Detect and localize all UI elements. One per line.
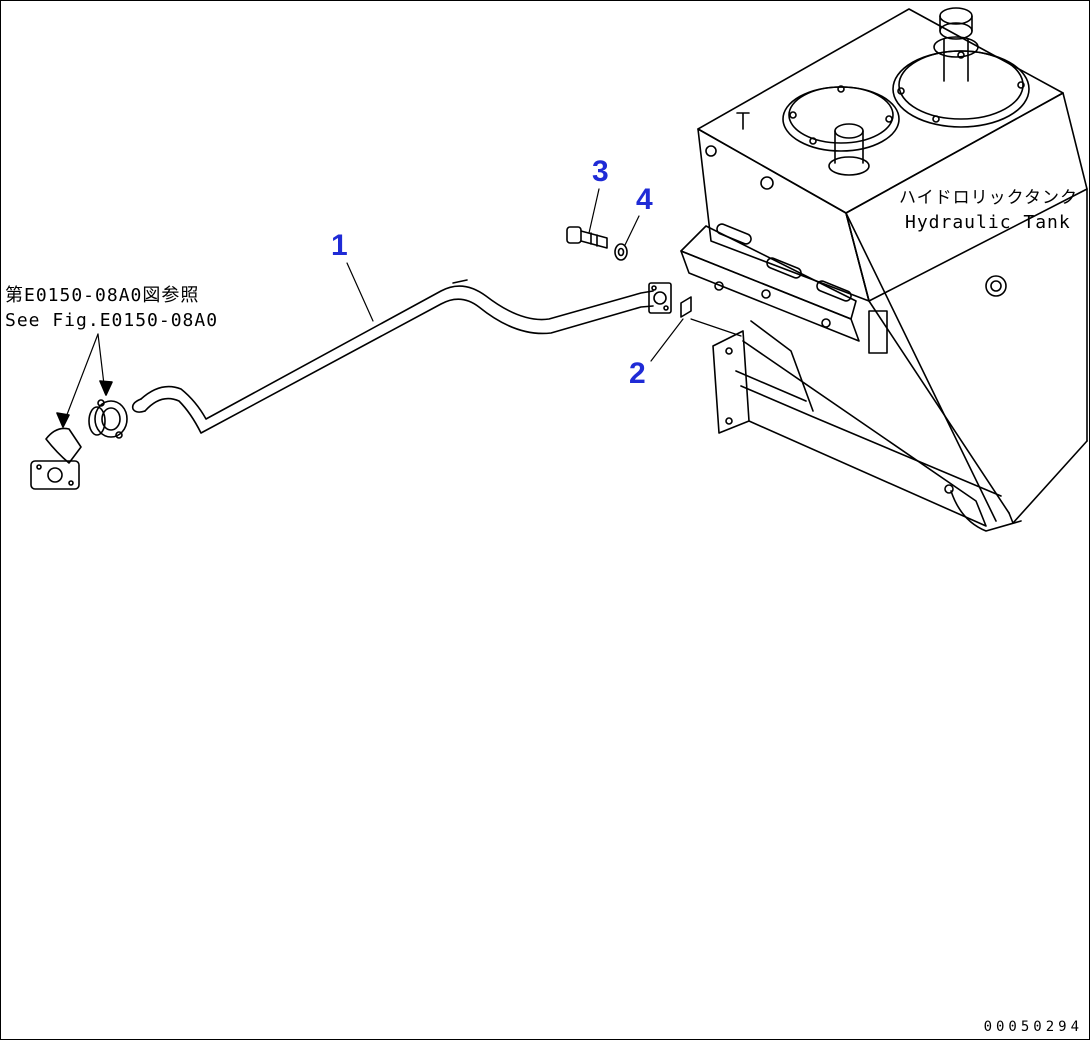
washer [614,243,628,261]
reference-note-jp: 第E0150-08A0図参照 [5,285,200,306]
tank-label-en: Hydraulic Tank [905,212,1071,233]
bolt [566,226,608,249]
reference-clamp [88,399,128,439]
pipe [131,279,672,434]
callout-3: 3 [592,155,609,188]
arrow-head [56,412,70,428]
callout-4: 4 [636,183,653,216]
reference-elbow [30,427,82,490]
arrow-head [99,380,113,396]
drawing-number: 00050294 [983,1019,1083,1035]
callout-1: 1 [331,229,348,262]
reference-note-en: See Fig.E0150-08A0 [5,310,219,331]
hydraulic-tank [680,7,1088,532]
callout-2: 2 [629,357,646,390]
tank-label-jp: ハイドロリックタンク [899,188,1078,208]
leader-lines [62,188,742,426]
gasket [680,296,692,318]
